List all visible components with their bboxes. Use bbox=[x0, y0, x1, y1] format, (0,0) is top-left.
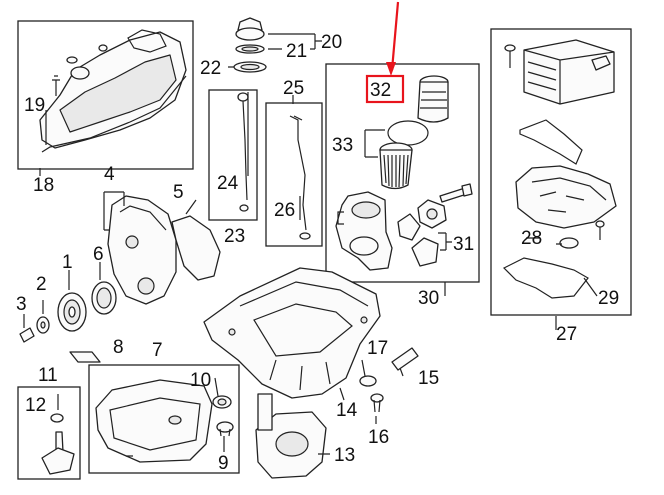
oil-filter-bracket bbox=[515, 165, 617, 229]
label-20: 20 bbox=[321, 32, 342, 53]
seal-17 bbox=[359, 375, 377, 387]
oil-filter-housing bbox=[335, 191, 393, 271]
bracket-15 bbox=[391, 347, 419, 371]
plug-16 bbox=[370, 393, 384, 413]
label-22: 22 bbox=[200, 58, 221, 79]
highlight-box-32 bbox=[365, 74, 405, 104]
label-23: 23 bbox=[224, 226, 245, 247]
guide-tube-box bbox=[265, 102, 323, 247]
label-15: 15 bbox=[418, 368, 439, 389]
upper-oil-pan bbox=[203, 267, 381, 399]
oil-cooler bbox=[523, 39, 615, 105]
highlight-arrow-shaft bbox=[390, 1, 400, 71]
label-28: 28 bbox=[521, 228, 542, 249]
lower-oil-pan bbox=[95, 379, 213, 463]
timing-cover-gasket bbox=[171, 215, 221, 281]
oil-filter-housing-box bbox=[325, 63, 480, 283]
highlight-arrow-head bbox=[386, 62, 396, 76]
lower-oil-pan-box bbox=[88, 364, 240, 474]
label-5: 5 bbox=[173, 182, 184, 203]
drain-plug bbox=[216, 421, 234, 437]
label-30: 30 bbox=[418, 288, 439, 309]
dipstick bbox=[237, 92, 249, 212]
housing-gasket bbox=[397, 213, 439, 267]
pulley-bolt bbox=[19, 327, 35, 343]
dipstick-box bbox=[208, 89, 258, 221]
valve-cover-group-box bbox=[17, 20, 194, 170]
leader-33 bbox=[364, 129, 385, 158]
valve-cover bbox=[39, 29, 187, 153]
leaders-front bbox=[23, 262, 101, 328]
label-9: 9 bbox=[218, 453, 229, 474]
label-26: 26 bbox=[274, 200, 295, 221]
label-27: 27 bbox=[556, 324, 577, 345]
misc-leaders bbox=[247, 92, 562, 245]
label-31: 31 bbox=[453, 234, 474, 255]
cooler-bolt bbox=[504, 44, 516, 68]
label-10: 10 bbox=[190, 370, 211, 391]
label-8: 8 bbox=[113, 337, 124, 358]
dipstick-guide-tube bbox=[289, 115, 311, 240]
label-1: 1 bbox=[62, 252, 73, 273]
front-seal bbox=[91, 281, 117, 315]
label-25: 25 bbox=[283, 78, 304, 99]
pulley-washer bbox=[36, 316, 50, 334]
leader-29 bbox=[583, 277, 598, 297]
seal-ring-28 bbox=[559, 237, 579, 249]
oil-level-sensor bbox=[41, 413, 75, 475]
cooler-gasket-29 bbox=[502, 257, 589, 299]
timing-cover bbox=[107, 195, 177, 305]
label-33: 33 bbox=[332, 135, 353, 156]
label-6: 6 bbox=[93, 244, 104, 265]
label-16: 16 bbox=[368, 427, 389, 448]
label-21: 21 bbox=[286, 41, 307, 62]
label-19: 19 bbox=[24, 95, 45, 116]
cooler-gasket bbox=[519, 119, 583, 165]
thermostat bbox=[417, 199, 447, 229]
leader-31 bbox=[438, 232, 452, 251]
label-18: 18 bbox=[33, 175, 54, 196]
label-17: 17 bbox=[367, 338, 388, 359]
cooler-bolt-small bbox=[595, 220, 605, 240]
bracket-8 bbox=[69, 351, 101, 363]
label-13: 13 bbox=[334, 445, 355, 466]
drain-plug-washer bbox=[212, 395, 232, 409]
label-7: 7 bbox=[152, 340, 163, 361]
oil-filler-cap bbox=[233, 17, 267, 73]
oil-cooler-box bbox=[490, 28, 632, 316]
label-12: 12 bbox=[25, 395, 46, 416]
oil-pump bbox=[255, 393, 327, 479]
oil-level-sensor-box bbox=[17, 386, 81, 480]
label-2: 2 bbox=[36, 274, 47, 295]
label-leaders bbox=[39, 168, 557, 457]
housing-bolt bbox=[439, 183, 473, 203]
oil-filter-element bbox=[379, 142, 413, 190]
label-29: 29 bbox=[598, 288, 619, 309]
leader-4 bbox=[103, 191, 125, 231]
label-4: 4 bbox=[104, 164, 115, 185]
crankshaft-pulley bbox=[57, 292, 87, 332]
label-32: 32 bbox=[370, 80, 391, 101]
label-14: 14 bbox=[336, 400, 358, 421]
o-ring bbox=[387, 120, 429, 146]
label-3: 3 bbox=[16, 294, 27, 315]
label-24: 24 bbox=[217, 173, 239, 194]
label-11: 11 bbox=[38, 365, 58, 386]
oil-filter-cap bbox=[417, 75, 449, 123]
leaders-20-21-22 bbox=[228, 33, 322, 68]
